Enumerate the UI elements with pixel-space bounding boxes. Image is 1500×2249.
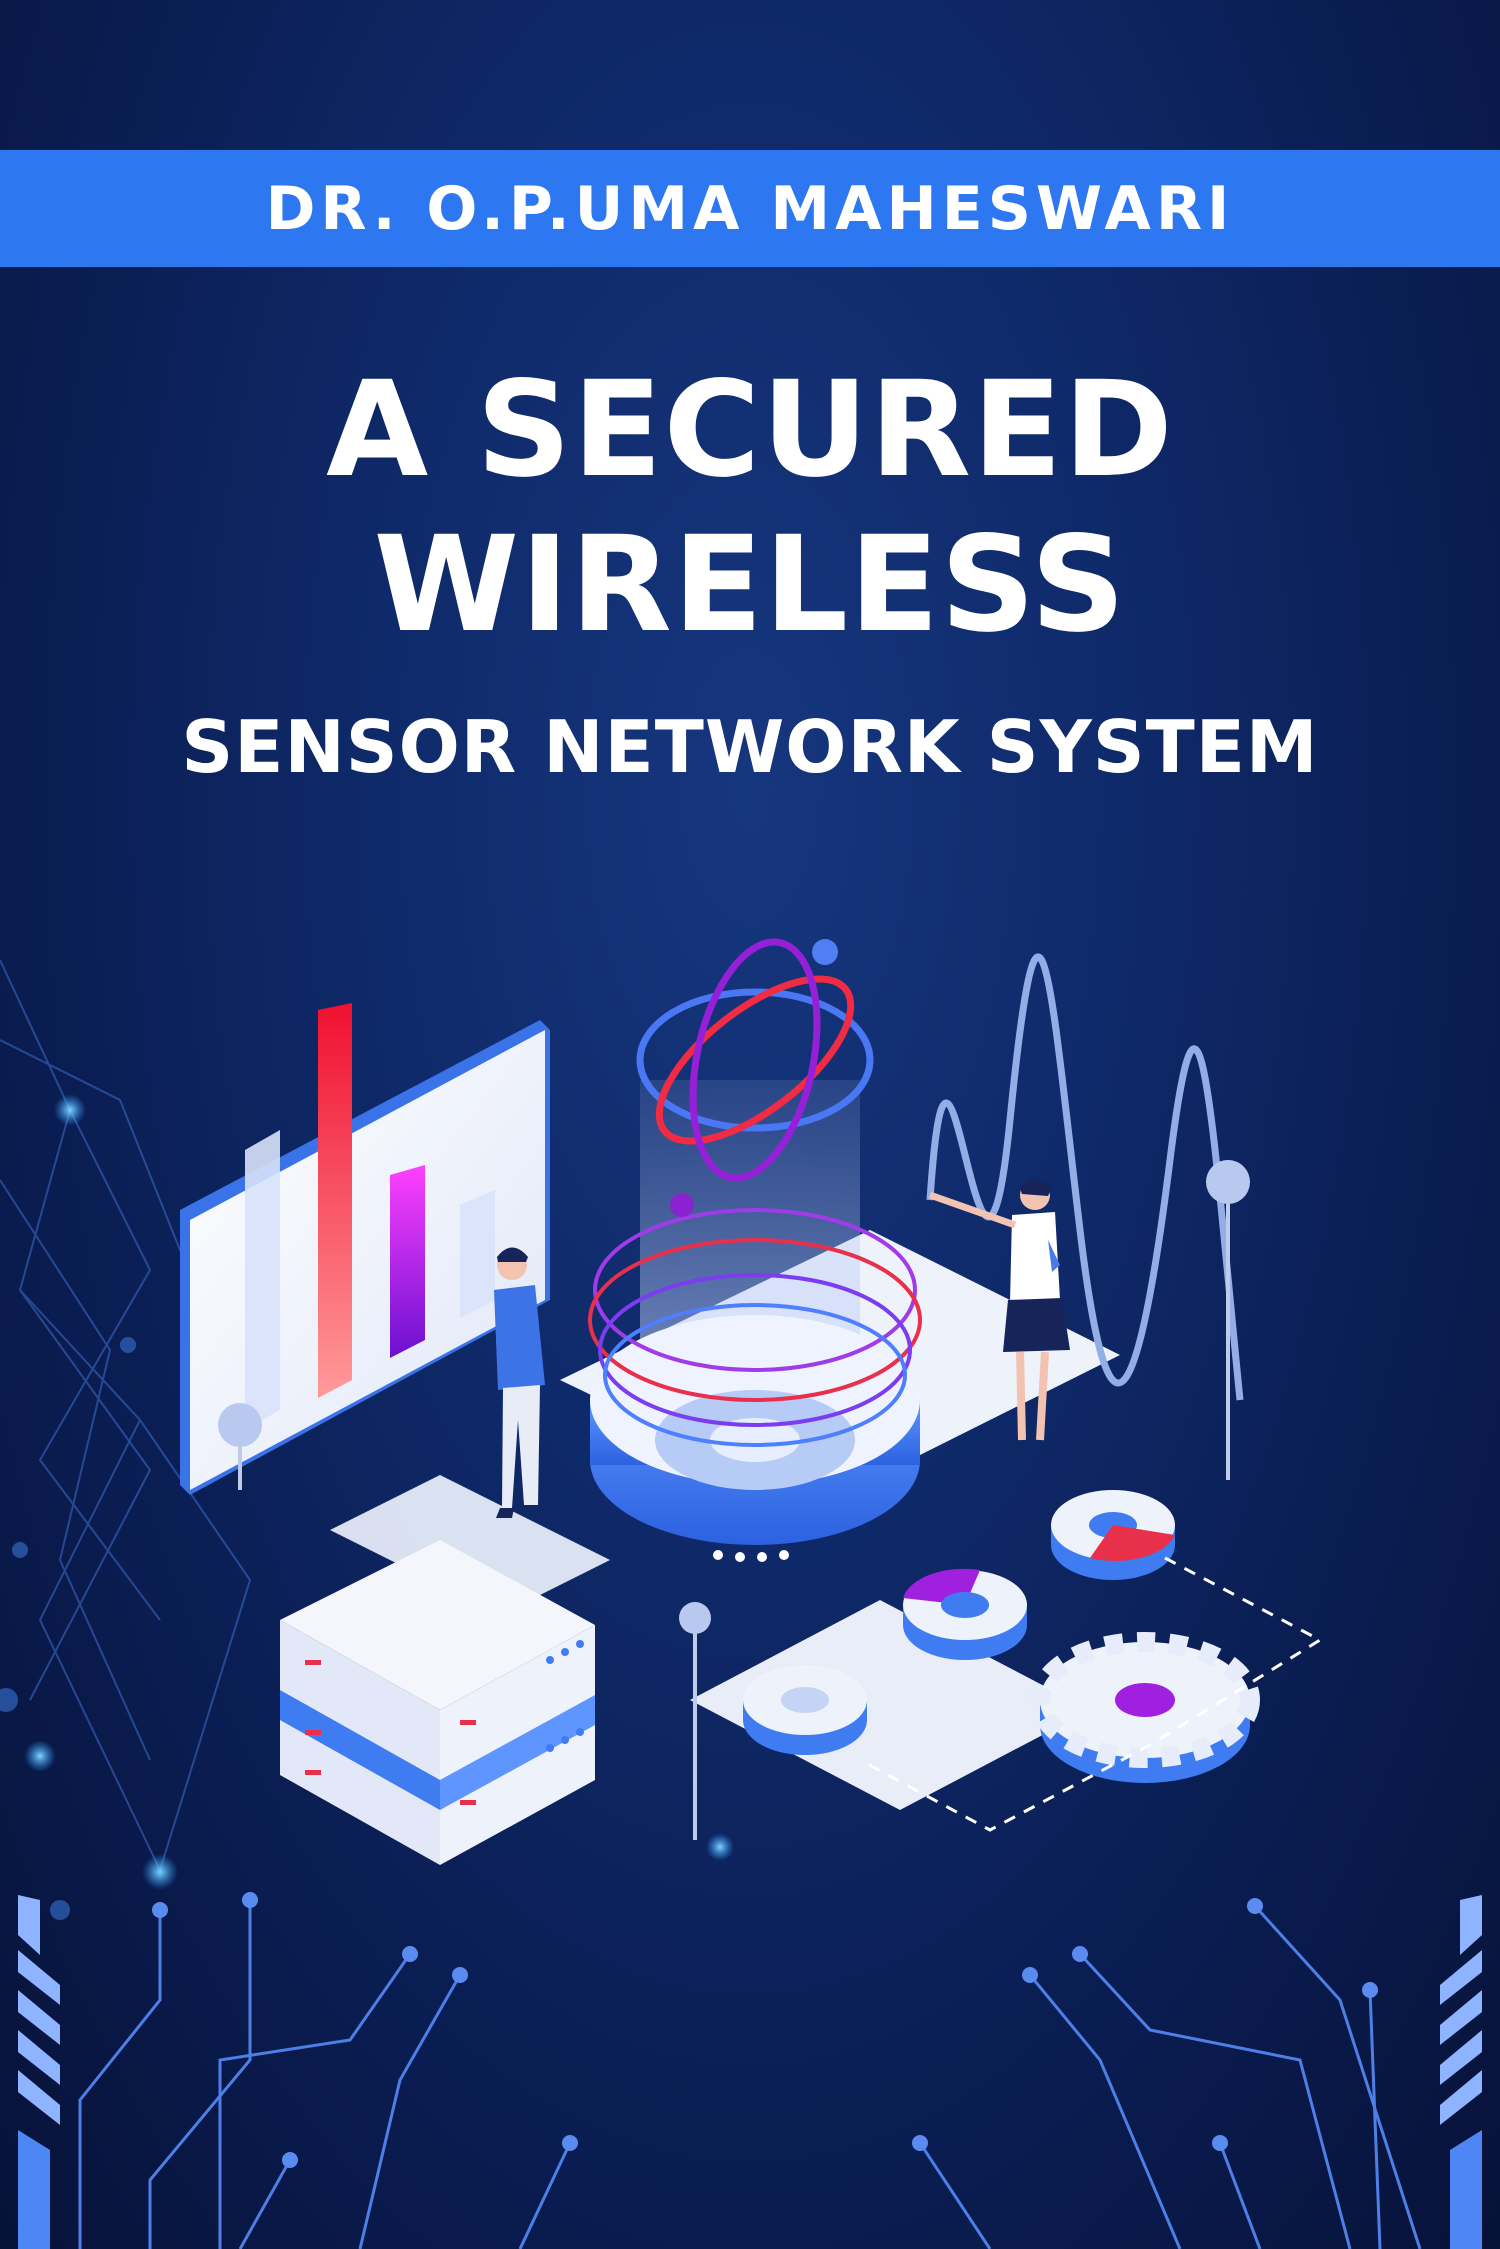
bar-chart-panel-icon [180,1003,550,1495]
donut-chart-icon [903,1568,1027,1660]
title-line-1: A SECURED [326,353,1174,507]
donut-chart-icon [1051,1490,1175,1580]
author-banner: DR. O.P.UMA MAHESWARI [0,150,1500,267]
atom-icon [636,938,874,1182]
title-line-2: WIRELESS [373,508,1127,662]
server-stack-icon [280,1540,595,1865]
gear-icon [1030,1632,1260,1783]
waveform-icon [926,953,1244,1401]
person-icon [928,1179,1070,1441]
author-name: DR. O.P.UMA MAHESWARI [265,173,1235,244]
subtitle: SENSOR NETWORK SYSTEM [181,705,1319,789]
person-icon [494,1247,545,1518]
donut-chart-icon [743,1665,867,1755]
